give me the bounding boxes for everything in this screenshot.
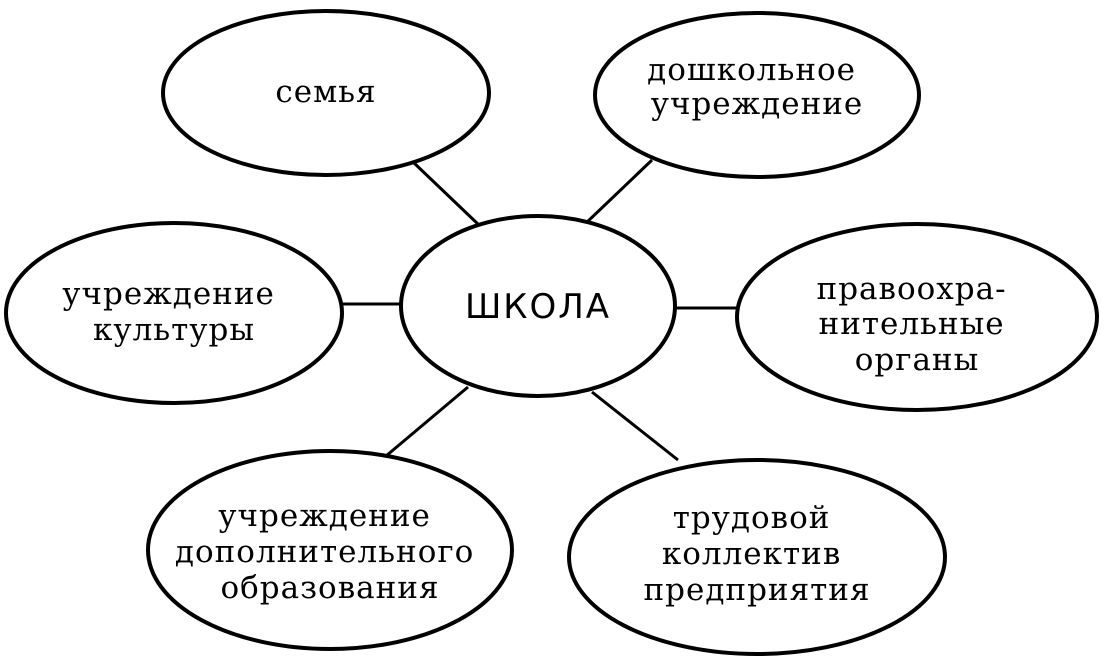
center-node: ШКОЛА: [399, 214, 677, 398]
connector-workforce: [591, 390, 679, 462]
node-family-line-1: семья: [275, 74, 376, 110]
node-culture-line-1: учреждение: [62, 276, 275, 312]
connector-family: [411, 160, 482, 228]
node-preschool-line-2: учреждение: [651, 86, 864, 122]
center-node-label: ШКОЛА: [465, 287, 611, 327]
node-culture: учреждение культуры: [4, 221, 344, 405]
node-law: правоохра- нительные органы: [735, 222, 1099, 412]
node-workforce-line-1: трудовой: [673, 500, 831, 536]
node-extra-education-line-2: дополнительного: [175, 534, 474, 570]
node-workforce-label: трудовой коллектив предприятия: [643, 500, 870, 608]
node-extra-education-line-1: учреждение: [218, 498, 431, 534]
node-preschool-label: дошкольное учреждение: [647, 52, 867, 122]
node-law-label: правоохра- нительные органы: [817, 271, 1018, 378]
connector-extra-education: [385, 385, 469, 458]
node-law-ellipse: [735, 222, 1099, 412]
node-preschool: дошкольное учреждение: [593, 11, 921, 179]
node-preschool-ellipse: [593, 11, 921, 179]
node-law-line-3: органы: [855, 342, 980, 378]
node-culture-line-2: культуры: [93, 312, 255, 348]
node-culture-label: учреждение культуры: [62, 276, 285, 348]
node-extra-education: учреждение дополнительного образования: [146, 449, 514, 651]
node-extra-education-label: учреждение дополнительного образования: [175, 498, 485, 606]
node-family: семья: [161, 9, 491, 177]
connectors: [342, 158, 740, 462]
node-law-line-1: правоохра-: [817, 271, 1007, 307]
node-workforce-line-2: коллектив: [662, 536, 841, 572]
node-law-line-2: нительные: [819, 306, 1005, 342]
node-preschool-line-1: дошкольное: [647, 52, 856, 88]
node-family-label: семья: [275, 74, 376, 110]
center-node-ellipse: [399, 214, 677, 398]
node-workforce: трудовой коллектив предприятия: [567, 458, 947, 656]
node-extra-education-line-3: образования: [220, 570, 439, 606]
node-culture-ellipse: [4, 221, 344, 405]
node-workforce-ellipse: [567, 458, 947, 656]
node-workforce-line-3: предприятия: [643, 572, 870, 608]
connector-preschool: [583, 158, 654, 226]
node-extra-education-ellipse: [146, 449, 514, 651]
node-family-ellipse: [161, 9, 491, 177]
